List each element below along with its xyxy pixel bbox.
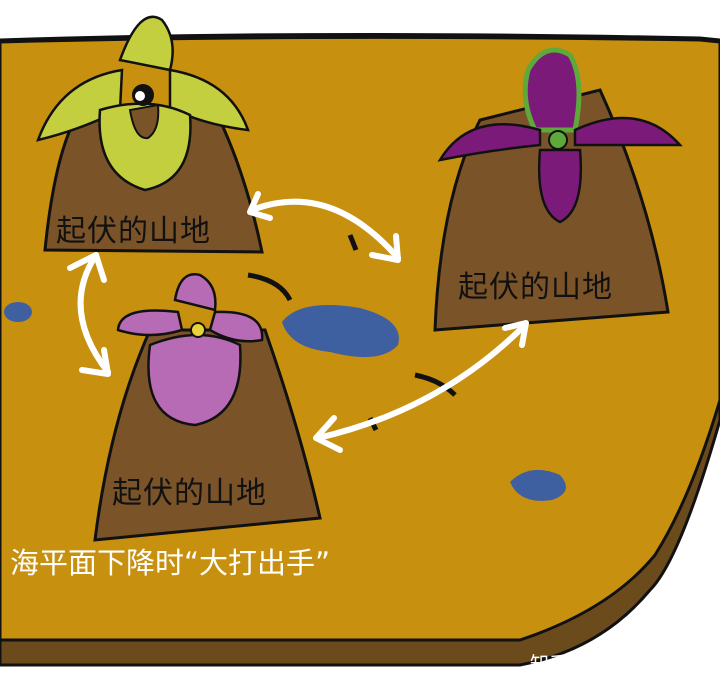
accent-stroke (347, 234, 359, 251)
arrow-bottom-to-right (315, 322, 528, 441)
green-orchid (36, 15, 250, 192)
arrowhead (313, 415, 343, 453)
hill-label-left: 起伏的山地 (56, 214, 211, 249)
accent-stroke (414, 372, 457, 397)
arrowhead (369, 233, 401, 263)
caption-text: 海平面下降时“大打出手” (10, 546, 331, 580)
arrow-left-to-bottom (77, 252, 111, 375)
arrow-left-to-right (249, 198, 401, 261)
arrowhead (79, 347, 111, 377)
accent-stroke (247, 272, 293, 302)
hill-label-bottom: 起伏的山地 (112, 476, 267, 511)
water-patch (282, 305, 399, 358)
hill-label-right: 起伏的山地 (458, 270, 613, 305)
arrowhead (247, 191, 273, 221)
water-patch (4, 302, 32, 322)
purple-orchid (437, 47, 683, 224)
watermark-text: 知乎 @演化生物菌 (530, 653, 689, 675)
pink-orchid (116, 273, 264, 427)
water-patch (510, 469, 566, 501)
arrowhead (67, 252, 107, 283)
arrowhead (502, 320, 529, 348)
